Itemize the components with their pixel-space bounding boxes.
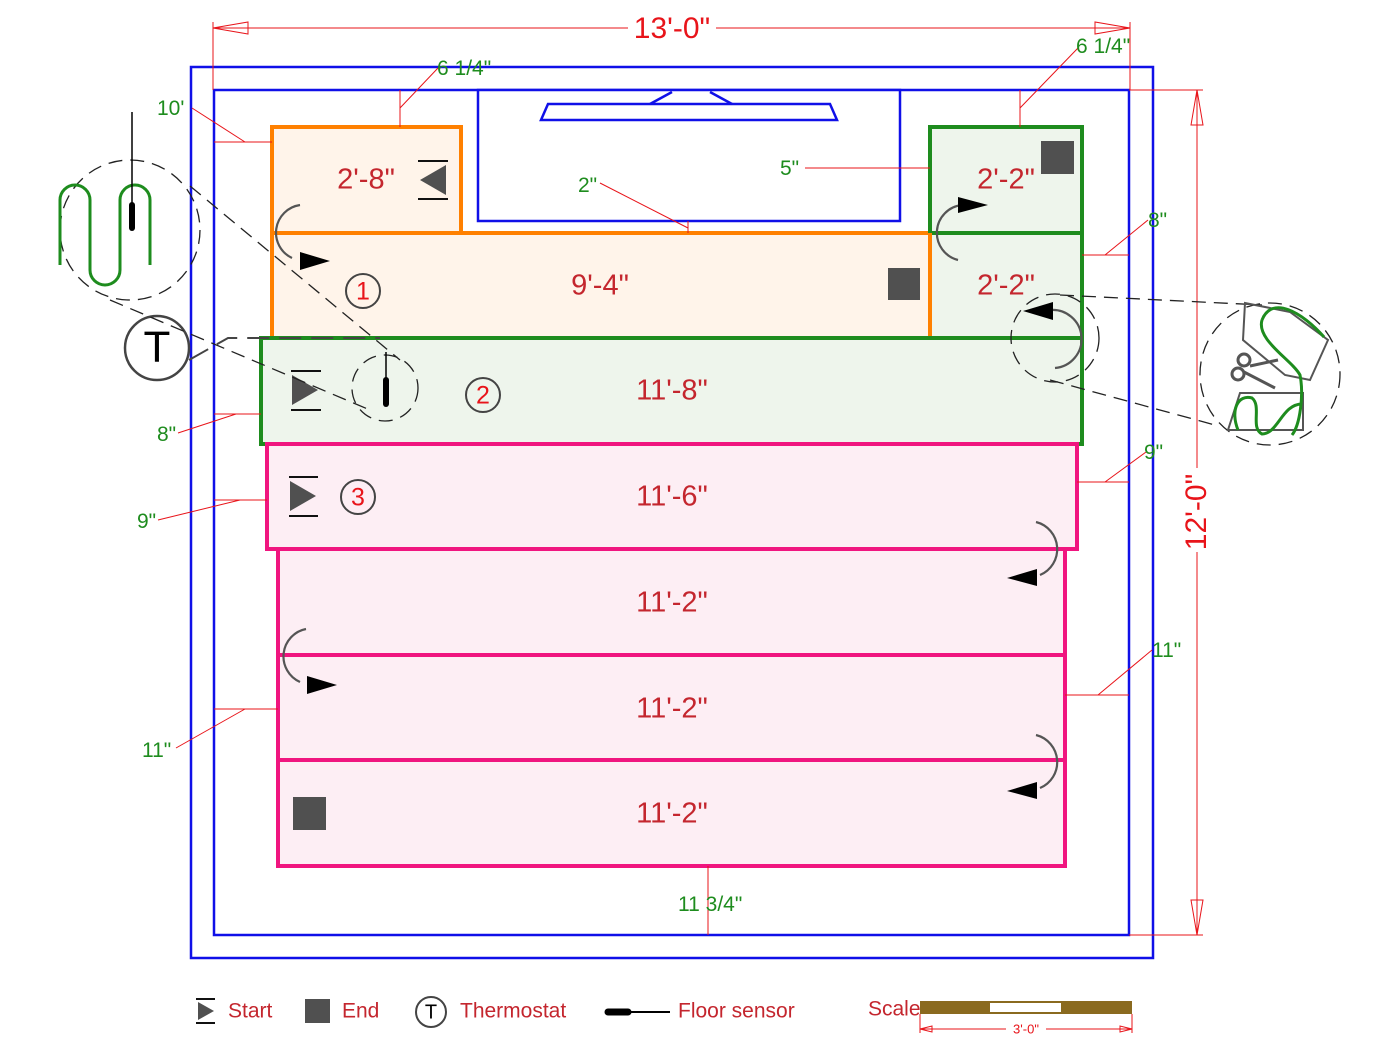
svg-text:T: T bbox=[144, 323, 171, 372]
turn-arrow-icon bbox=[1007, 733, 1059, 799]
legend-end-label: End bbox=[342, 1000, 379, 1023]
segment-label: 11'-8" bbox=[636, 375, 708, 407]
segment-label: 2'-2" bbox=[977, 270, 1035, 302]
clearance-annotations: 6 1/4" 10' 2" 5" 6 1/4" 8" 8" 9" 9" 11" … bbox=[137, 35, 1181, 935]
clearance-label: 6 1/4" bbox=[1076, 35, 1130, 58]
segment-label: 11'-6" bbox=[636, 481, 708, 513]
svg-text:2: 2 bbox=[476, 382, 490, 410]
zone-2-strip[interactable] bbox=[259, 336, 1084, 446]
end-marker-icon bbox=[888, 268, 920, 300]
legend-thermostat-icon: T bbox=[415, 996, 447, 1028]
end-marker-icon bbox=[1041, 141, 1074, 174]
clearance-label: 2" bbox=[578, 174, 597, 197]
cabinet-cutout bbox=[476, 88, 902, 223]
clearance-label: 10' bbox=[157, 97, 184, 120]
zone-3-row-3[interactable] bbox=[276, 653, 1067, 762]
zone-3-row-4[interactable] bbox=[276, 758, 1067, 868]
turn-arrow-icon bbox=[935, 197, 988, 262]
svg-text:1: 1 bbox=[356, 278, 370, 306]
zone-number-1: 1 bbox=[345, 273, 381, 309]
thermostat-icon[interactable]: T bbox=[123, 314, 191, 382]
turn-arrow-icon bbox=[1023, 302, 1083, 370]
start-marker-icon bbox=[418, 160, 448, 200]
svg-text:T: T bbox=[425, 1001, 437, 1023]
start-marker-icon bbox=[289, 476, 318, 517]
segment-label: 11'-2" bbox=[636, 693, 708, 725]
clearance-label: 8" bbox=[157, 423, 176, 446]
segment-label: 11'-2" bbox=[636, 798, 708, 830]
sensor-detail-icon bbox=[58, 112, 201, 301]
zone-number-3: 3 bbox=[340, 479, 376, 515]
depth-dimension: 12'-0" bbox=[1129, 89, 1213, 936]
cut-detail-icon bbox=[1199, 301, 1341, 446]
clearance-label: 9" bbox=[137, 510, 156, 533]
scale-length: 3'-0" bbox=[1013, 1021, 1039, 1036]
clearance-label: 8" bbox=[1148, 209, 1167, 232]
legend-thermostat-label: Thermostat bbox=[460, 1000, 566, 1023]
segment-label: 9'-4" bbox=[571, 270, 629, 302]
width-label: 13'-0" bbox=[634, 12, 710, 45]
end-marker-icon bbox=[293, 797, 326, 830]
legend-start-label: Start bbox=[228, 1000, 273, 1023]
width-dimension: 13'-0" bbox=[212, 12, 1131, 90]
clearance-label: 11" bbox=[142, 739, 171, 762]
segment-label: 11'-2" bbox=[636, 587, 708, 619]
zone-3-row-2[interactable] bbox=[276, 547, 1067, 657]
zone-2-mid[interactable] bbox=[928, 231, 1084, 340]
clearance-label: 9" bbox=[1144, 441, 1163, 464]
thermostat-wire bbox=[188, 337, 380, 361]
clearance-label: 6 1/4" bbox=[437, 57, 491, 80]
clearance-label: 11" bbox=[1152, 639, 1181, 662]
turn-arrow-icon bbox=[274, 203, 330, 270]
clearance-label: 5" bbox=[780, 157, 799, 180]
legend-start-icon bbox=[196, 998, 215, 1024]
zone-number-2: 2 bbox=[465, 377, 501, 413]
zone-3-row-1[interactable] bbox=[265, 442, 1079, 551]
clearance-label: 11 3/4" bbox=[678, 893, 742, 916]
turn-arrow-icon bbox=[282, 627, 337, 694]
segment-label: 2'-2" bbox=[977, 164, 1035, 196]
scale-bar: 3'-0" bbox=[919, 1001, 1133, 1036]
legend-end-icon bbox=[305, 999, 330, 1023]
legend: Start End T Thermostat Floor sensor Scal… bbox=[196, 996, 1133, 1036]
outer-wall bbox=[189, 65, 1155, 960]
floor-sensor-icon bbox=[351, 352, 419, 422]
segment-label: 2'-8" bbox=[337, 164, 395, 196]
turn-arrow-icon bbox=[1007, 520, 1059, 586]
tv-icon bbox=[539, 90, 839, 122]
svg-text:3: 3 bbox=[351, 484, 365, 512]
depth-label: 12'-0" bbox=[1180, 474, 1213, 550]
start-marker-icon bbox=[291, 370, 321, 411]
legend-floor-sensor-label: Floor sensor bbox=[678, 1000, 795, 1023]
scale-label: Scale bbox=[868, 998, 921, 1021]
